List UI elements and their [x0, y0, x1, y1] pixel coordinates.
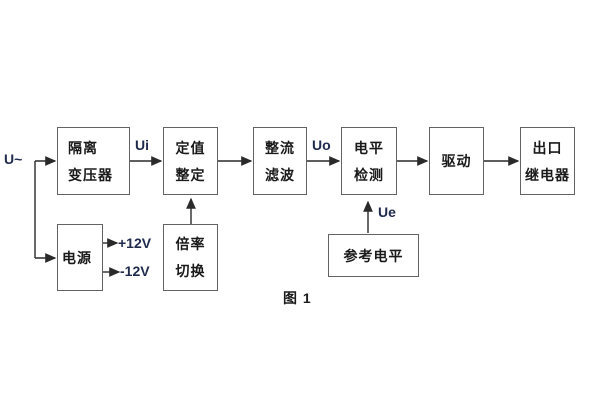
signal-label-ue: Ue [378, 204, 396, 220]
signal-label-ui: Ui [135, 137, 149, 153]
block-drive: 驱动 [429, 127, 484, 195]
block-setting-adjust: 定值 整定 [163, 127, 218, 195]
signal-label-uo: Uo [312, 137, 331, 153]
block-isolation-transformer: 隔离 变压器 [57, 127, 130, 195]
block-label-line: 整流 [265, 139, 295, 156]
block-power-supply: 电源 [57, 224, 103, 291]
signal-label-minus12v: -12V [120, 263, 150, 279]
block-label-line: 参考电平 [343, 247, 404, 264]
block-label-line: 继电器 [525, 166, 570, 183]
block-ratio-switch: 倍率 切换 [163, 224, 218, 291]
block-label-line: 驱动 [441, 153, 472, 169]
signal-label-u-input: U~ [4, 151, 23, 167]
block-label-line: 电源 [62, 249, 92, 266]
block-label-line: 隔离 [68, 139, 98, 156]
signal-label-plus12v: +12V [118, 235, 152, 251]
block-label-line: 滤波 [265, 166, 295, 183]
block-level-detection: 电平 检测 [341, 127, 397, 195]
block-label-line: 整定 [175, 166, 206, 183]
block-label-line: 出口 [532, 139, 563, 156]
figure-caption: 图 1 [283, 290, 312, 306]
block-rectifier-filter: 整流 滤波 [253, 127, 307, 195]
block-label-line: 电平 [354, 139, 384, 156]
block-label-line: 变压器 [68, 166, 113, 183]
block-output-relay: 出口 继电器 [520, 127, 575, 195]
block-reference-level: 参考电平 [328, 234, 419, 277]
block-label-line: 倍率 [175, 236, 206, 252]
block-label-line: 定值 [175, 139, 206, 156]
block-label-line: 切换 [175, 263, 206, 279]
block-label-line: 检测 [354, 166, 384, 183]
